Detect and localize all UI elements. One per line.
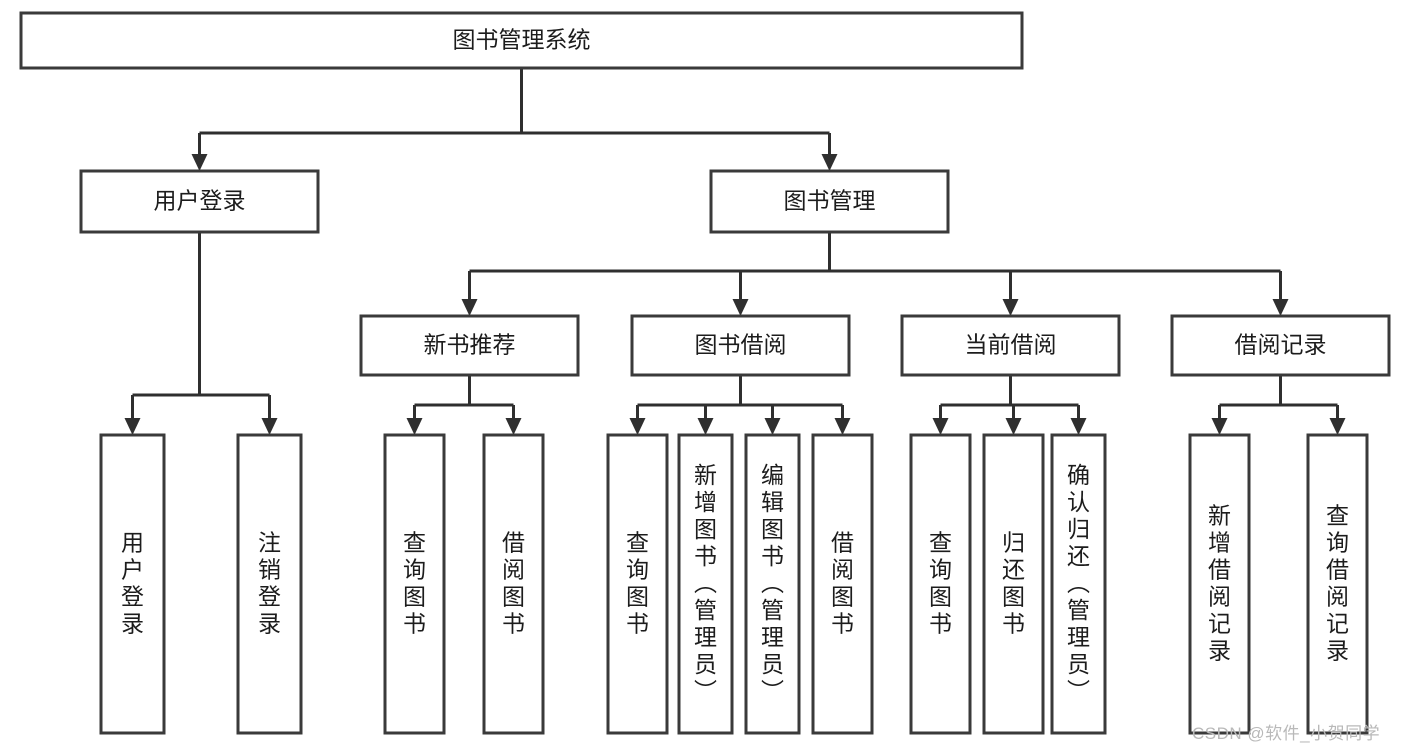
node-label: 图书借阅	[695, 332, 787, 358]
node-label: 借阅记录	[1235, 332, 1327, 358]
node-label: 图书管理	[784, 188, 876, 214]
node-label: 归还图书	[1002, 530, 1025, 637]
node-label: 编辑图书︵管理员︶	[761, 462, 784, 704]
node-root[interactable]: 图书管理系统	[19, 11, 1024, 70]
node-leaf-query-record[interactable]: 查询借阅记录	[1306, 433, 1369, 735]
node-box	[1050, 433, 1107, 735]
node-box	[982, 433, 1045, 735]
node-box	[811, 433, 874, 735]
node-layer: 图书管理系统用户登录图书管理新书推荐图书借阅当前借阅借阅记录用户登录注销登录查询…	[19, 11, 1391, 735]
node-label: 新增图书︵管理员︶	[694, 462, 717, 704]
node-box	[1170, 314, 1391, 377]
node-book-management[interactable]: 图书管理	[709, 169, 950, 234]
node-box	[744, 433, 801, 735]
node-label: 新增借阅记录	[1208, 503, 1231, 664]
node-box	[900, 314, 1121, 377]
connector-group-user-login	[124, 232, 278, 435]
node-label: 借阅图书	[831, 530, 854, 637]
node-label: 用户登录	[121, 530, 144, 637]
node-label: 查询借阅记录	[1326, 503, 1349, 664]
node-leaf-borrow-book-1[interactable]: 借阅图书	[482, 433, 545, 735]
node-box	[630, 314, 851, 377]
node-box	[19, 11, 1024, 70]
node-leaf-add-record[interactable]: 新增借阅记录	[1188, 433, 1251, 735]
node-leaf-user-login[interactable]: 用户登录	[99, 433, 166, 735]
node-box	[1306, 433, 1369, 735]
node-box	[709, 169, 950, 234]
connector-group-book-management	[461, 232, 1289, 316]
node-label: 当前借阅	[965, 332, 1057, 358]
node-label: 新书推荐	[424, 332, 516, 358]
node-borrow-record[interactable]: 借阅记录	[1170, 314, 1391, 377]
node-label: 注销登录	[258, 530, 281, 637]
node-leaf-return-book[interactable]: 归还图书	[982, 433, 1045, 735]
node-leaf-borrow-book-2[interactable]: 借阅图书	[811, 433, 874, 735]
connector-group-root	[191, 68, 838, 171]
node-box	[482, 433, 545, 735]
node-box	[1188, 433, 1251, 735]
node-box	[99, 433, 166, 735]
node-label: 借阅图书	[502, 530, 525, 637]
node-box	[383, 433, 446, 735]
node-box	[359, 314, 580, 377]
node-user-login[interactable]: 用户登录	[79, 169, 320, 234]
node-box	[909, 433, 972, 735]
connector-group-current-borrow	[932, 375, 1087, 435]
node-box	[79, 169, 320, 234]
connector-group-book-borrow	[629, 375, 851, 435]
node-leaf-query-book-1[interactable]: 查询图书	[383, 433, 446, 735]
node-leaf-query-book-2[interactable]: 查询图书	[606, 433, 669, 735]
node-label: 查询图书	[403, 530, 426, 637]
node-label: 用户登录	[154, 188, 246, 214]
node-label: 查询图书	[626, 530, 649, 637]
node-box	[236, 433, 303, 735]
connector-layer	[124, 68, 1346, 435]
node-box	[677, 433, 734, 735]
connector-group-new-book-recommend	[406, 375, 522, 435]
node-leaf-edit-book[interactable]: 编辑图书︵管理员︶	[744, 433, 801, 735]
node-leaf-confirm-return[interactable]: 确认归还︵管理员︶	[1050, 433, 1107, 735]
node-label: 查询图书	[929, 530, 952, 637]
node-label: 图书管理系统	[453, 27, 591, 53]
node-current-borrow[interactable]: 当前借阅	[900, 314, 1121, 377]
connector-group-borrow-record	[1211, 375, 1346, 435]
node-box	[606, 433, 669, 735]
node-book-borrow[interactable]: 图书借阅	[630, 314, 851, 377]
node-leaf-query-book-3[interactable]: 查询图书	[909, 433, 972, 735]
node-leaf-logout[interactable]: 注销登录	[236, 433, 303, 735]
node-new-book-recommend[interactable]: 新书推荐	[359, 314, 580, 377]
node-leaf-add-book[interactable]: 新增图书︵管理员︶	[677, 433, 734, 735]
node-label: 确认归还︵管理员︶	[1067, 462, 1090, 704]
